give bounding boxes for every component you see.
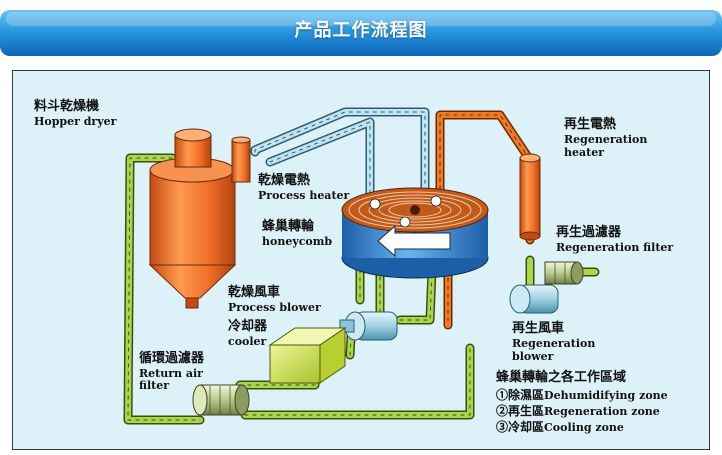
hopper-dryer-label-en: Hopper dryer xyxy=(34,115,117,128)
process-heater-label-en: Process heater xyxy=(258,189,350,202)
cooler-label-en: cooler xyxy=(228,335,267,348)
zone-name-en: Regeneration zone xyxy=(544,405,660,418)
zone-number: ① xyxy=(496,388,509,402)
zone-legend-item: ②再生區Regeneration zone xyxy=(496,405,660,418)
regeneration-filter-label-zh: 再生過濾器 xyxy=(556,225,622,240)
return-air-filter-label-en2: filter xyxy=(139,379,170,392)
regeneration-blower xyxy=(509,284,559,314)
process-heater xyxy=(231,136,251,183)
honeycomb-label-zh: 蜂巢轉輪 xyxy=(262,219,315,234)
zone-number: ③ xyxy=(496,420,509,434)
zone-legend-item: ③冷却區Cooling zone xyxy=(496,421,624,434)
title-banner xyxy=(0,10,722,56)
regeneration-blower-label-zh: 再生風車 xyxy=(512,321,565,336)
regeneration-heater-label-zh: 再生電熱 xyxy=(564,117,617,132)
return-air-filter-label-en1: Return air xyxy=(139,367,203,380)
regeneration-blower-label-en1: Regeneration xyxy=(512,337,596,350)
hopper-dryer-label-zh: 料斗乾燥機 xyxy=(34,99,100,114)
dry-air-duct xyxy=(250,107,430,210)
zone-number: ② xyxy=(496,404,509,418)
zone-name-zh: 冷却區 xyxy=(508,420,545,434)
cooler-label-zh: 冷却器 xyxy=(228,319,268,334)
zone-name-zh: 除濕區 xyxy=(508,388,545,402)
honeycomb-label-en: honeycomb xyxy=(262,235,333,248)
regeneration-filter xyxy=(544,261,584,285)
zone-name-en: Cooling zone xyxy=(544,421,624,434)
zone-name-en: Dehumidifying zone xyxy=(544,389,668,402)
page-title: 产品工作流程图 xyxy=(294,20,428,41)
process-blower-label-en: Process blower xyxy=(228,301,321,314)
zone-name-zh: 再生區 xyxy=(508,404,545,418)
hopper-dryer xyxy=(148,128,237,309)
regeneration-heater-label-en1: Regeneration xyxy=(564,133,648,146)
return-air-filter-label-zh: 循環過濾器 xyxy=(139,351,205,366)
regeneration-heater-label-en2: heater xyxy=(564,146,604,159)
zone-legend-heading: 蜂巢轉輪之各工作區域 xyxy=(496,370,627,385)
cooler xyxy=(268,327,347,384)
regeneration-blower-label-en2: blower xyxy=(512,350,554,363)
process-blower-label-zh: 乾燥風車 xyxy=(228,285,281,300)
honeycomb-wheel xyxy=(341,187,489,279)
return-air-filter xyxy=(192,384,250,416)
process-heater-label-zh: 乾燥電熱 xyxy=(258,173,311,188)
zone-legend-item: ①除濕區Dehumidifying zone xyxy=(496,389,668,402)
process-blower xyxy=(339,311,398,341)
regeneration-heater xyxy=(519,153,541,241)
regeneration-filter-label-en: Regeneration filter xyxy=(556,241,674,254)
